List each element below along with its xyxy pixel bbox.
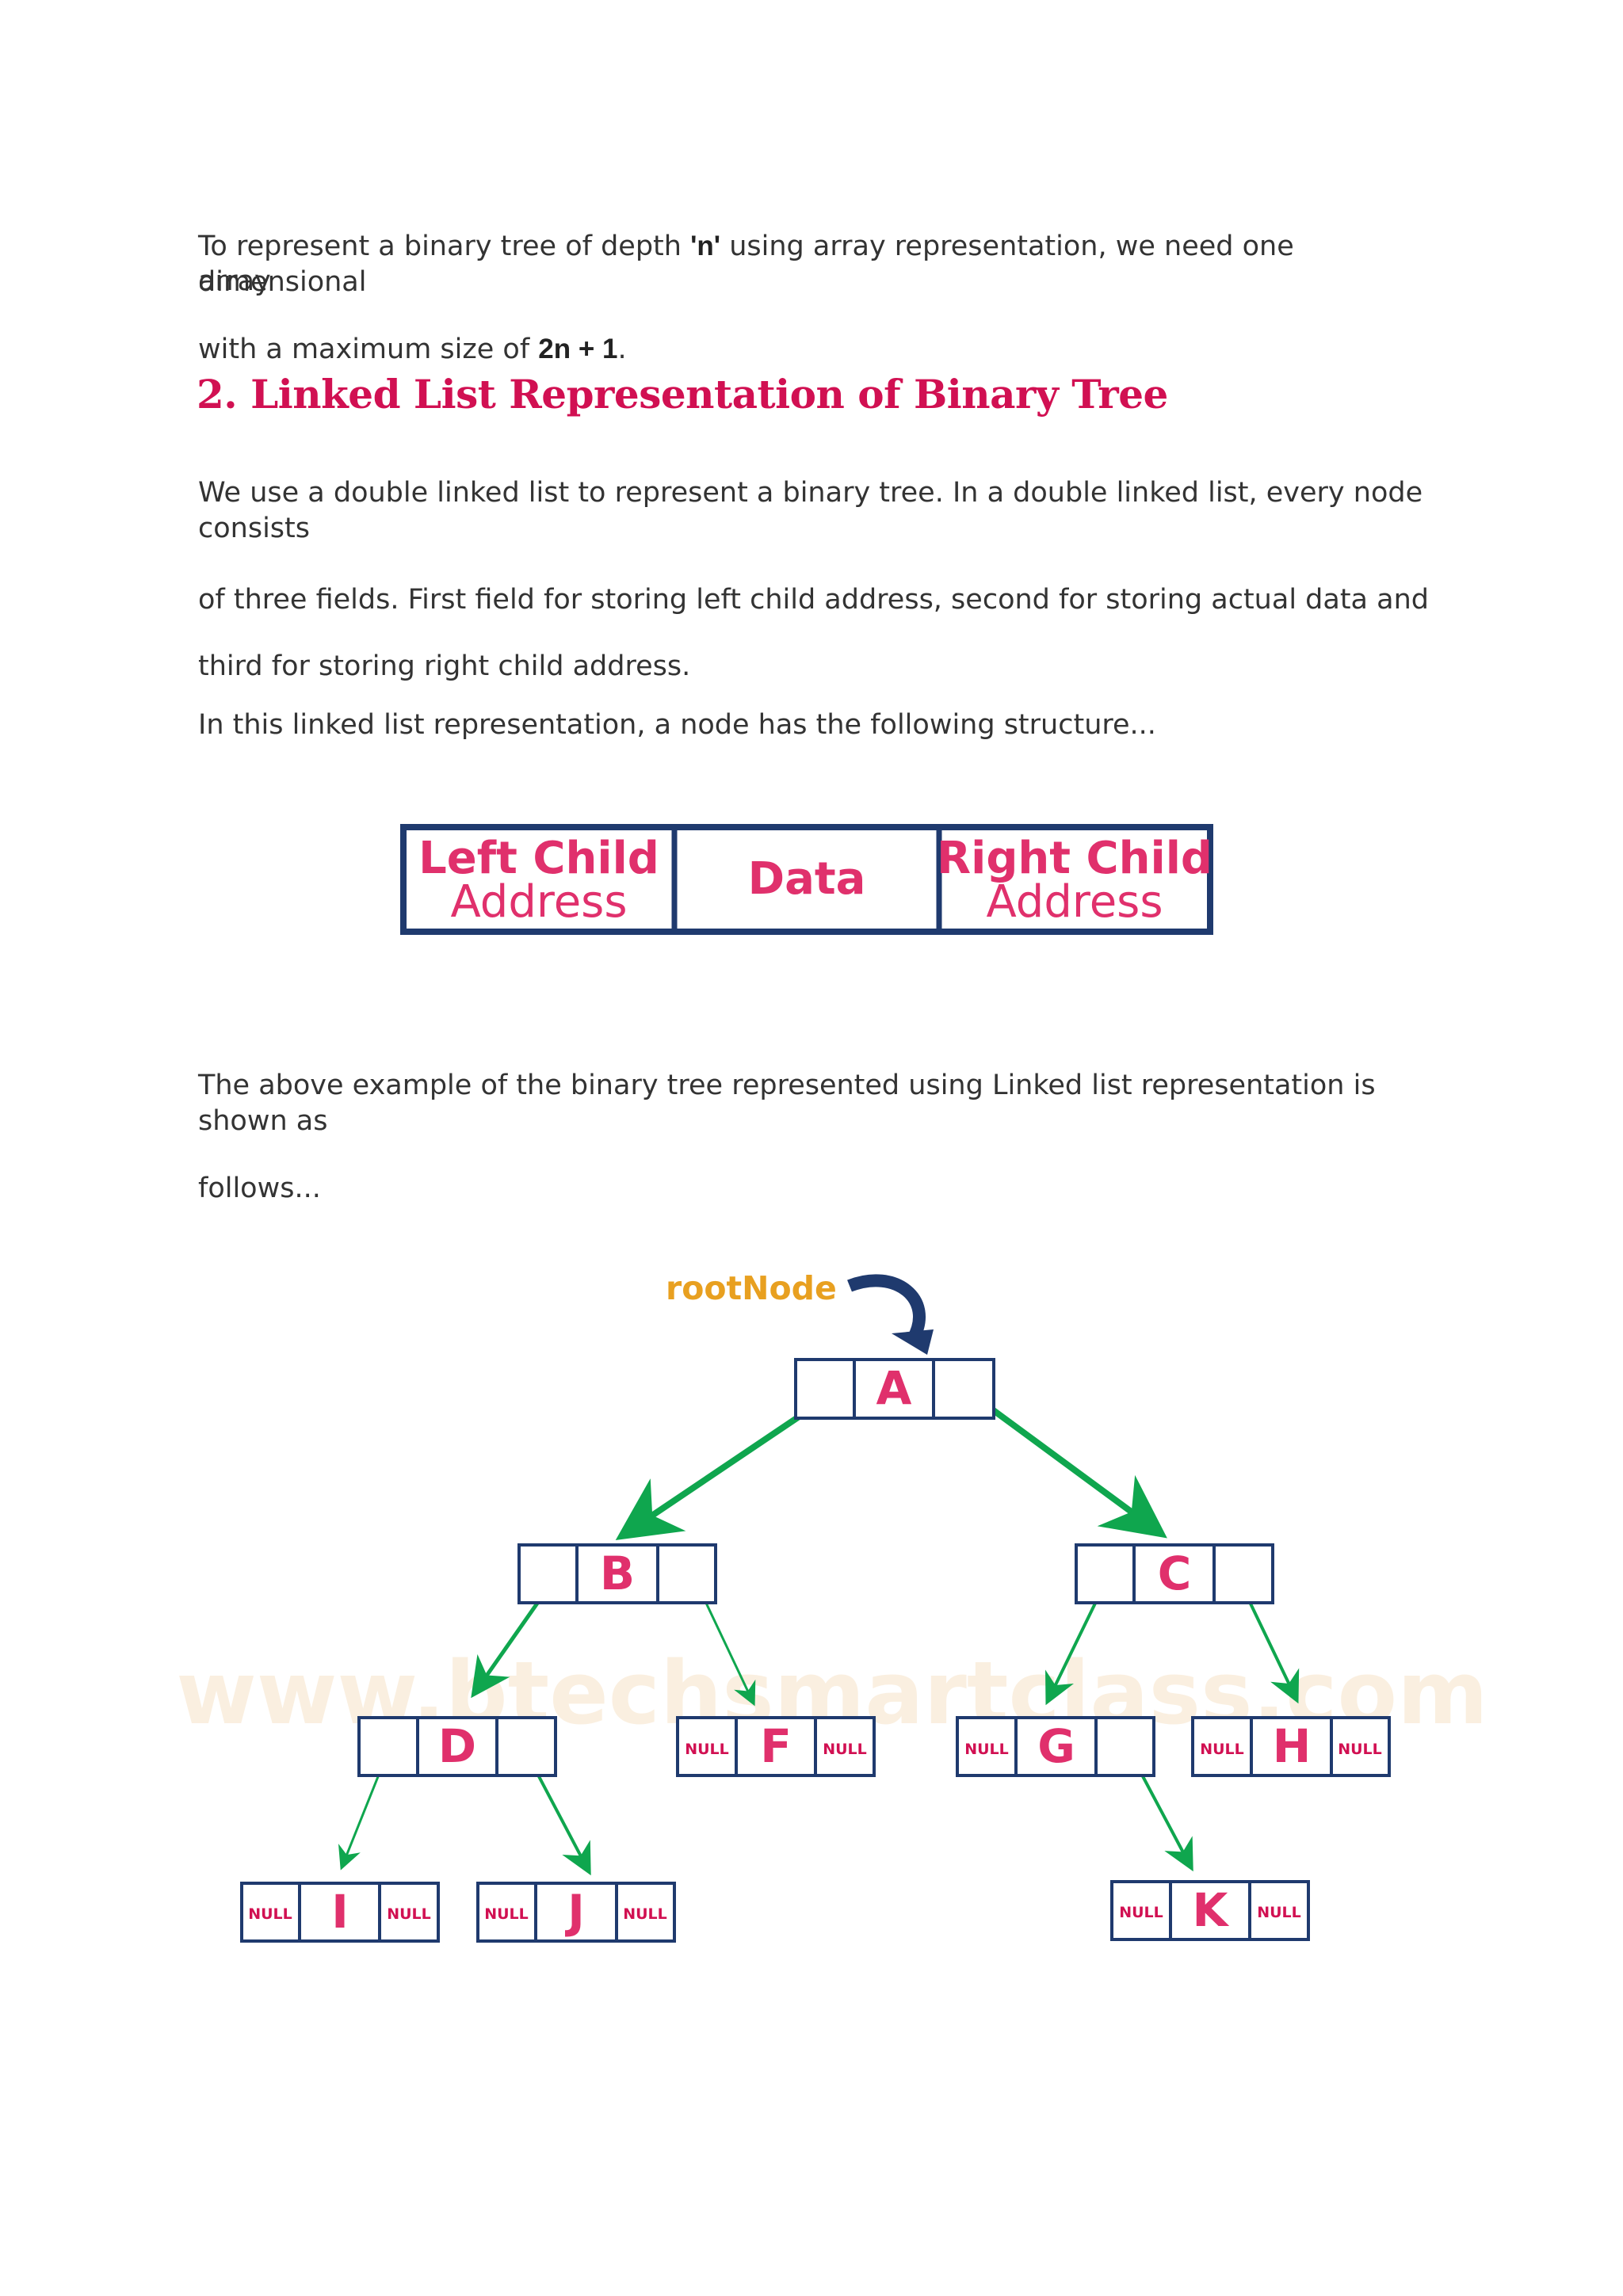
tree-node-g (956, 1716, 1155, 1777)
intro-line-3: with a maximum size of 2n + 1. (198, 334, 627, 365)
paragraph-1-line-2: consists (198, 513, 310, 544)
tree-node-i (240, 1882, 440, 1943)
node-h-left-null: NULL (1200, 1741, 1244, 1758)
node-d-label: D (438, 1719, 476, 1773)
paragraph-3-line-3: follows... (198, 1173, 321, 1204)
tree-node-j (476, 1882, 676, 1943)
node-structure-figure: Left Child Address Data Right Child Addr… (400, 824, 1213, 935)
node-k-label: K (1193, 1883, 1230, 1937)
tree-node-f (676, 1716, 876, 1777)
node-j-label: J (564, 1885, 585, 1939)
node-j-right-null: NULL (623, 1905, 667, 1923)
edge-a-b (615, 1399, 823, 1540)
tree-node-k (1110, 1880, 1310, 1941)
root-arrow (847, 1274, 926, 1342)
intro-line-1: To represent a binary tree of depth 'n' … (198, 231, 1294, 298)
section-heading: 2. Linked List Representation of Binary … (197, 371, 1168, 418)
tree-node-h (1191, 1716, 1391, 1777)
node-f-label: F (760, 1719, 792, 1773)
tree-node-a (794, 1358, 995, 1420)
node-g-label: G (1037, 1719, 1075, 1773)
linked-tree-diagram: www.btechsmartclass.com rootNode A (176, 1269, 1488, 1943)
paragraph-1-line-4: third for storing right child address. (198, 650, 691, 682)
tree-edges (338, 1399, 1300, 1876)
node-i-label: I (331, 1885, 349, 1939)
node-i-right-null: NULL (387, 1905, 431, 1923)
root-node-label: rootNode (666, 1269, 837, 1307)
node-structure-border (400, 824, 1213, 935)
left-address-label: Address (450, 876, 627, 928)
root-arrow-head (892, 1329, 934, 1355)
edge-a-c (987, 1404, 1167, 1539)
node-j-left-null: NULL (484, 1905, 529, 1923)
node-h-right-null: NULL (1338, 1741, 1382, 1758)
right-child-label: Right Child (937, 833, 1212, 884)
node-k-right-null: NULL (1257, 1904, 1301, 1921)
intro-line-2: array (198, 265, 271, 297)
right-address-label: Address (986, 876, 1163, 928)
node-h-label: H (1273, 1719, 1312, 1773)
tree-node-b (517, 1543, 717, 1604)
paragraph-1-line-1: We use a double linked list to represent… (198, 477, 1423, 509)
data-label: Data (748, 853, 866, 905)
tree-node-c (1075, 1543, 1274, 1604)
node-g-left-null: NULL (964, 1741, 1009, 1758)
paragraph-3-line-1: The above example of the binary tree rep… (198, 1070, 1376, 1101)
left-child-label: Left Child (418, 833, 659, 884)
node-f-left-null: NULL (685, 1741, 729, 1758)
node-f-right-null: NULL (823, 1741, 867, 1758)
tree-node-d (357, 1716, 557, 1777)
node-i-left-null: NULL (248, 1905, 292, 1923)
paragraph-2: In this linked list representation, a no… (198, 709, 1156, 741)
node-a-label: A (876, 1361, 912, 1415)
node-c-label: C (1158, 1547, 1192, 1600)
node-k-left-null: NULL (1119, 1904, 1163, 1921)
paragraph-3-line-2: shown as (198, 1105, 328, 1137)
paragraph-1-line-3: of three fields. First field for storing… (198, 584, 1429, 616)
node-b-label: B (600, 1547, 635, 1600)
